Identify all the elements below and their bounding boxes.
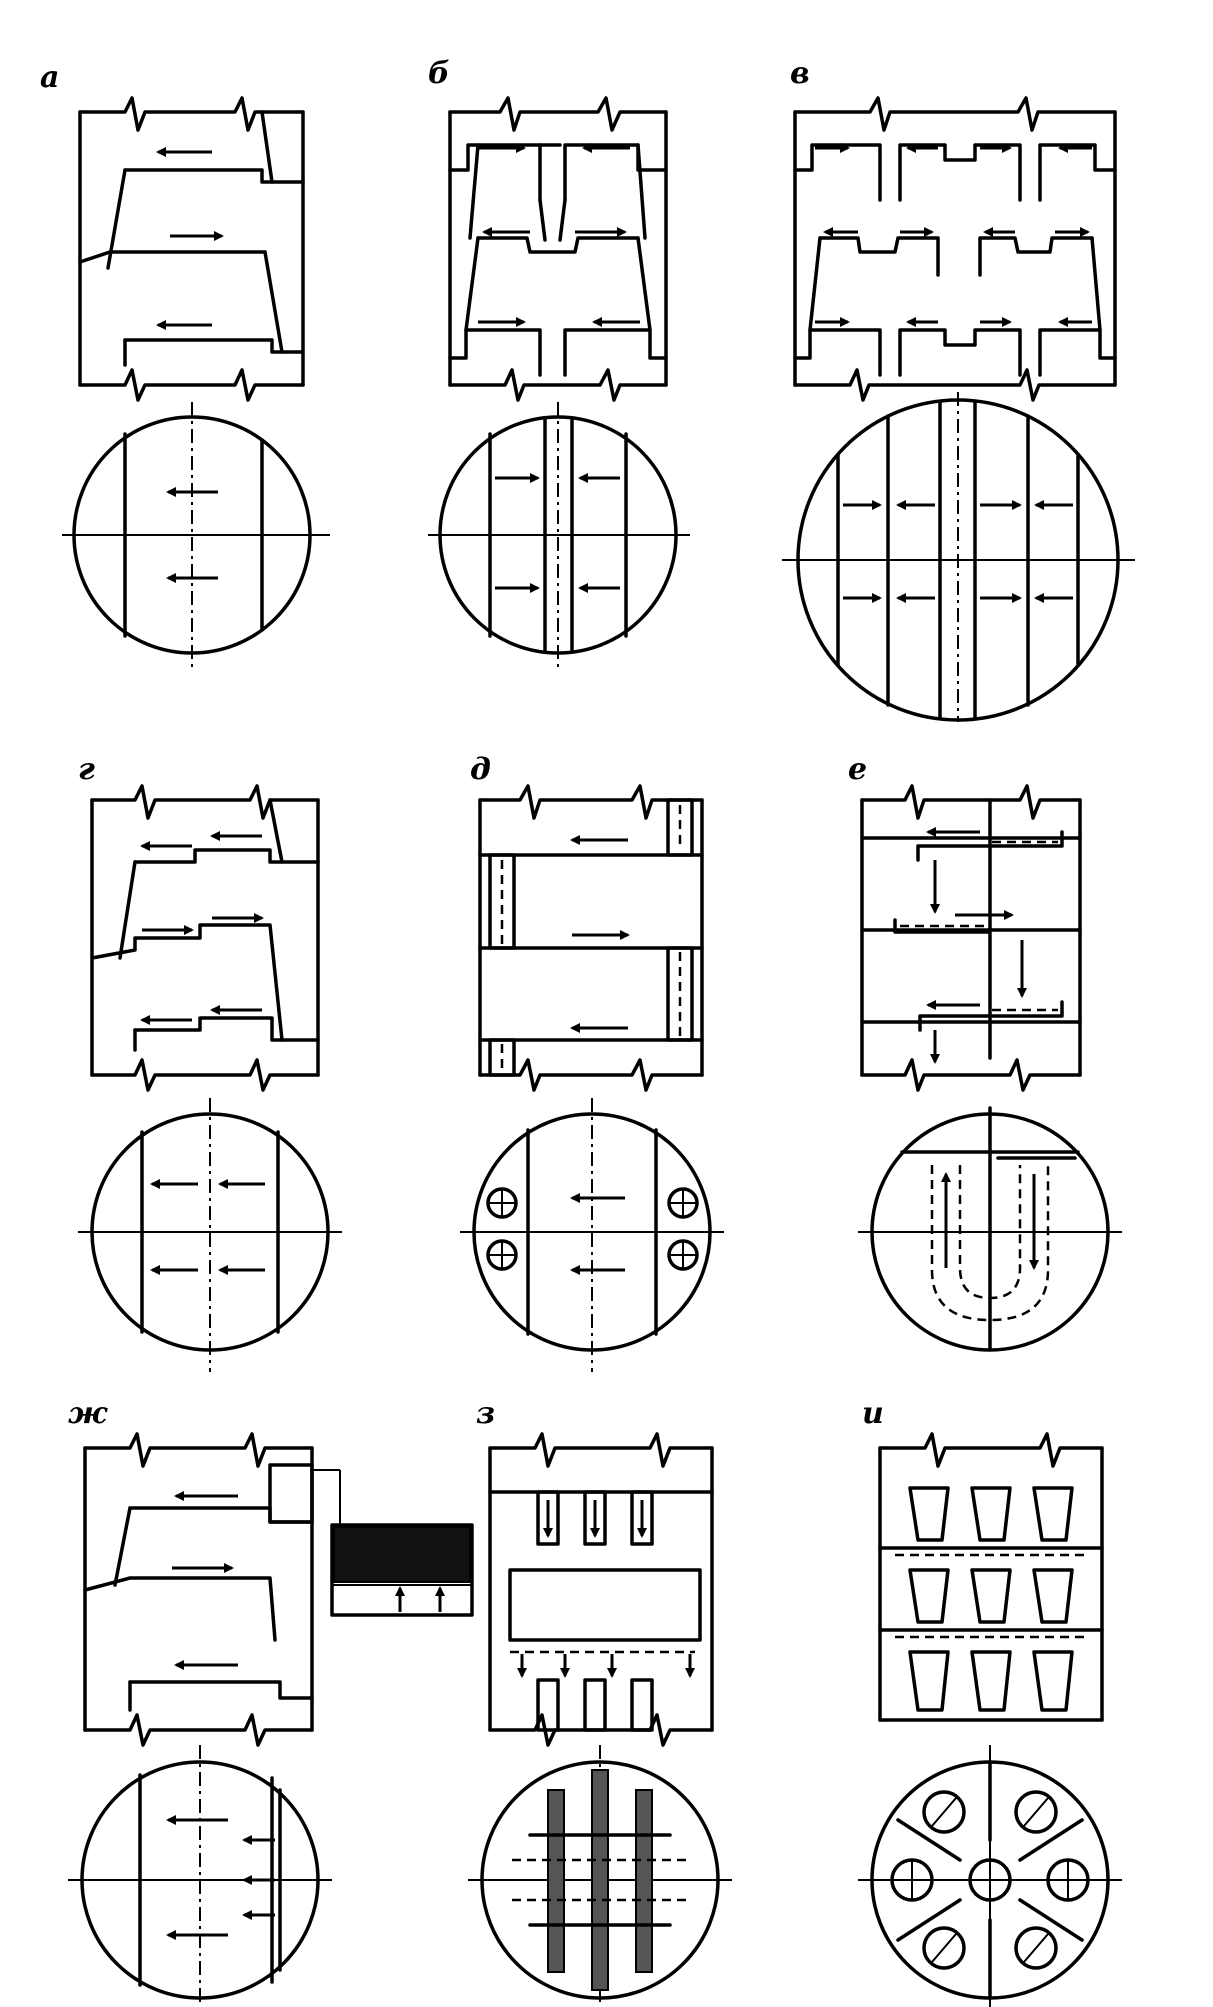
panel-zh-section bbox=[85, 1434, 472, 1745]
panel-i-section bbox=[880, 1434, 1102, 1720]
panel-letter-v: в bbox=[790, 56, 810, 91]
panel-i-plan bbox=[858, 1745, 1122, 2007]
panel-d-plan bbox=[460, 1098, 724, 1372]
panel-letter-e: е bbox=[848, 752, 868, 787]
panel-b-section bbox=[450, 98, 666, 400]
panel-letter-b: б bbox=[428, 56, 450, 91]
panel-z-section bbox=[490, 1434, 712, 1745]
panel-b-plan bbox=[428, 402, 690, 672]
panel-zh-plan bbox=[68, 1745, 332, 2007]
panel-g-section bbox=[92, 786, 318, 1090]
panel-e-section bbox=[862, 786, 1080, 1090]
panel-letter-zh: ж bbox=[68, 1396, 108, 1431]
panel-letter-i: и bbox=[862, 1396, 884, 1431]
panel-a-plan bbox=[62, 402, 330, 672]
panel-letter-g: г bbox=[78, 752, 95, 787]
panel-g-plan bbox=[78, 1098, 342, 1372]
panel-a-section bbox=[80, 98, 303, 400]
panel-letter-a: a bbox=[40, 60, 60, 95]
panel-letter-z: з bbox=[476, 1396, 496, 1431]
panel-d-section bbox=[480, 786, 702, 1090]
panel-v-plan bbox=[782, 392, 1135, 722]
panel-z-plan bbox=[468, 1745, 732, 2007]
panel-v-section bbox=[795, 98, 1115, 400]
panel-e-plan bbox=[858, 1108, 1122, 1350]
panel-letter-d: д bbox=[470, 752, 491, 787]
